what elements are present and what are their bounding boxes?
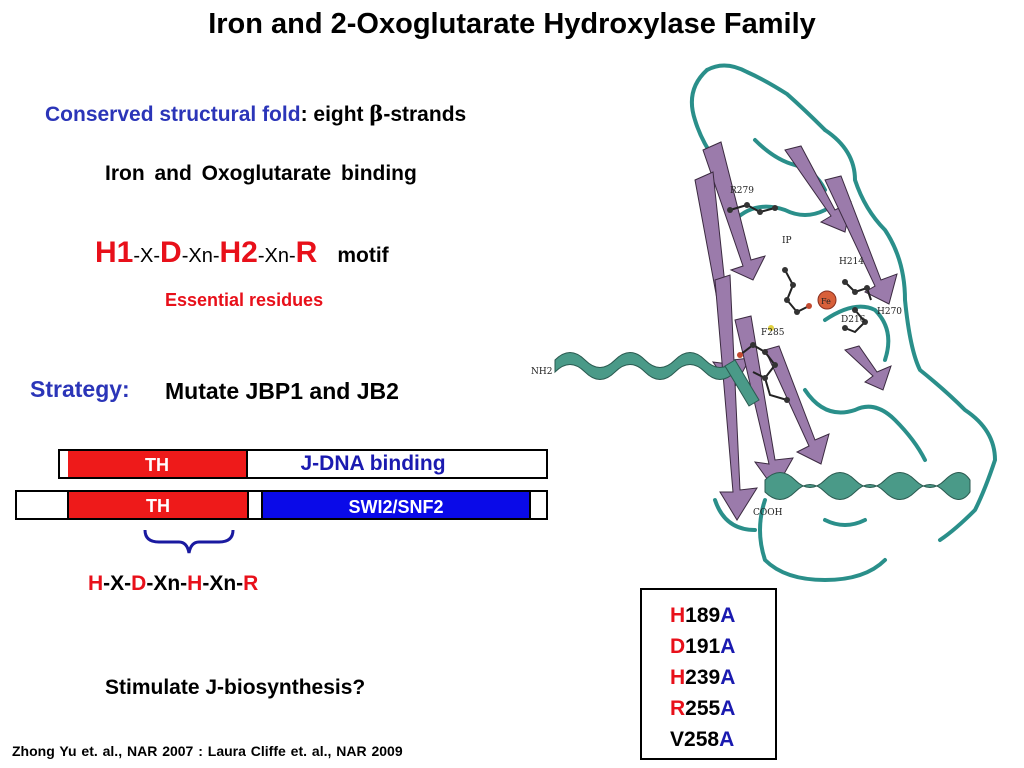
mutation-row: R255A — [670, 697, 736, 720]
motif-sep3: -Xn- — [257, 245, 296, 267]
hxd-s3: -Xn- — [202, 572, 244, 595]
binding-line: Iron and Oxoglutarate binding — [105, 162, 417, 185]
hxd-motif-line: H-X-D-Xn-H-Xn-R — [88, 572, 258, 596]
iron-atom-icon — [817, 290, 837, 310]
label-d216: D216 — [841, 315, 866, 325]
motif-sep2: -Xn- — [181, 245, 220, 267]
label-h270: H270 — [877, 307, 902, 317]
label-r279: R279 — [730, 186, 754, 196]
mutation-row: D191A — [670, 635, 736, 658]
hxd-d: D — [131, 572, 147, 595]
protein-structure-image: R279 IP H214 Fe D216 H270 F285 NH2 COOH — [531, 63, 998, 583]
label-h214: H214 — [839, 257, 864, 267]
curly-brace-icon — [143, 529, 235, 554]
jb2-swi2-snf2-domain: SWI2/SNF2 — [261, 492, 531, 518]
jb2-domain-bar: TH SWI2/SNF2 — [15, 490, 548, 520]
jbp1-domain-bar: TH J-DNA binding — [58, 449, 548, 479]
essential-residues: Essential residues — [165, 290, 324, 310]
stimulate-question: Stimulate J-biosynthesis? — [105, 676, 366, 699]
beta-symbol: β — [369, 101, 384, 126]
motif-sep1: -X- — [133, 245, 161, 267]
mutation-row: V258A — [670, 728, 735, 751]
label-cooh: COOH — [753, 508, 783, 518]
label-fe: Fe — [821, 297, 831, 306]
beta-strands — [694, 141, 898, 521]
jb2-th-domain: TH — [67, 492, 249, 518]
fold-highlight: Conserved structural fold — [45, 103, 301, 126]
hxd-s1: -X- — [103, 572, 132, 595]
mutation-row: H239A — [670, 666, 736, 689]
alpha-helix-left — [554, 352, 760, 407]
fold-rest-prefix: : eight — [300, 103, 370, 126]
hxd-h2: H — [187, 572, 203, 595]
hxd-r: R — [243, 572, 259, 595]
motif-h2: H2 — [219, 236, 258, 269]
label-nh2: NH2 — [531, 367, 552, 377]
jbp1-th-domain: TH — [68, 451, 248, 477]
atoms — [727, 202, 870, 403]
mutation-row: H189A — [670, 604, 736, 627]
fold-line: Conserved structural fold: eight β-stran… — [45, 101, 466, 127]
motif-word: motif — [337, 244, 389, 267]
slide-title: Iron and 2-Oxoglutarate Hydroxylase Fami… — [208, 8, 816, 40]
hxd-s2: -Xn- — [146, 572, 188, 595]
citation: Zhong Yu et. al., NAR 2007 : Laura Cliff… — [12, 743, 403, 759]
fold-rest-suffix: -strands — [383, 103, 467, 126]
strategy-label: Strategy: — [30, 376, 130, 402]
mutation-list-box: H189A D191A H239A R255A V258A — [640, 588, 777, 760]
hxd-h1: H — [88, 572, 104, 595]
label-ip: IP — [782, 236, 792, 246]
motif-r: R — [295, 236, 318, 269]
strategy-text: Mutate JBP1 and JB2 — [165, 378, 399, 404]
motif-h1: H1 — [95, 236, 134, 269]
alpha-helix-bottom — [764, 472, 971, 500]
jbp1-jdna-binding-domain: J-DNA binding — [300, 452, 446, 475]
motif-d: D — [160, 236, 182, 269]
label-f285: F285 — [761, 328, 785, 338]
